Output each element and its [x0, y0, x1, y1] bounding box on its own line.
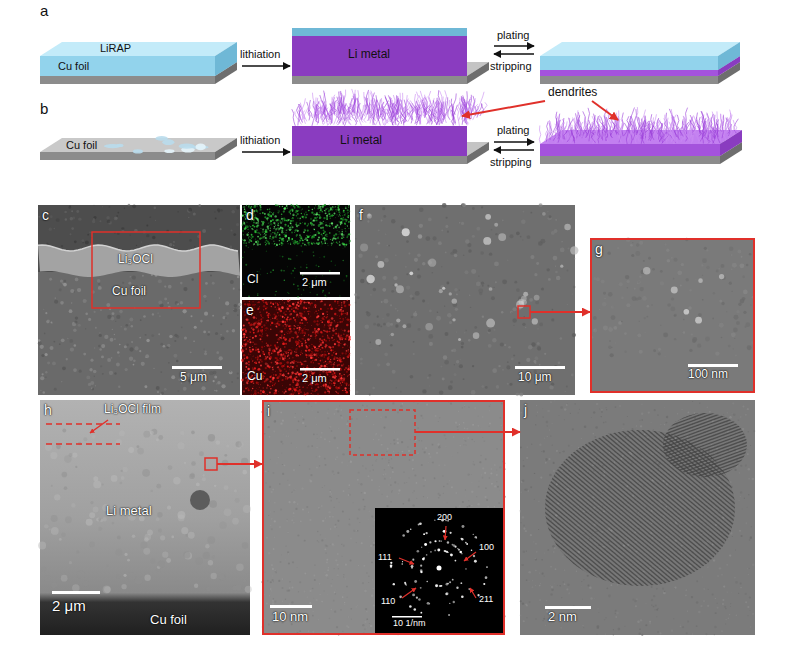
figure: cLi₃OClCu foil5 μmdCl2 μmeCu2 μmf10 μmg1… — [0, 0, 794, 662]
